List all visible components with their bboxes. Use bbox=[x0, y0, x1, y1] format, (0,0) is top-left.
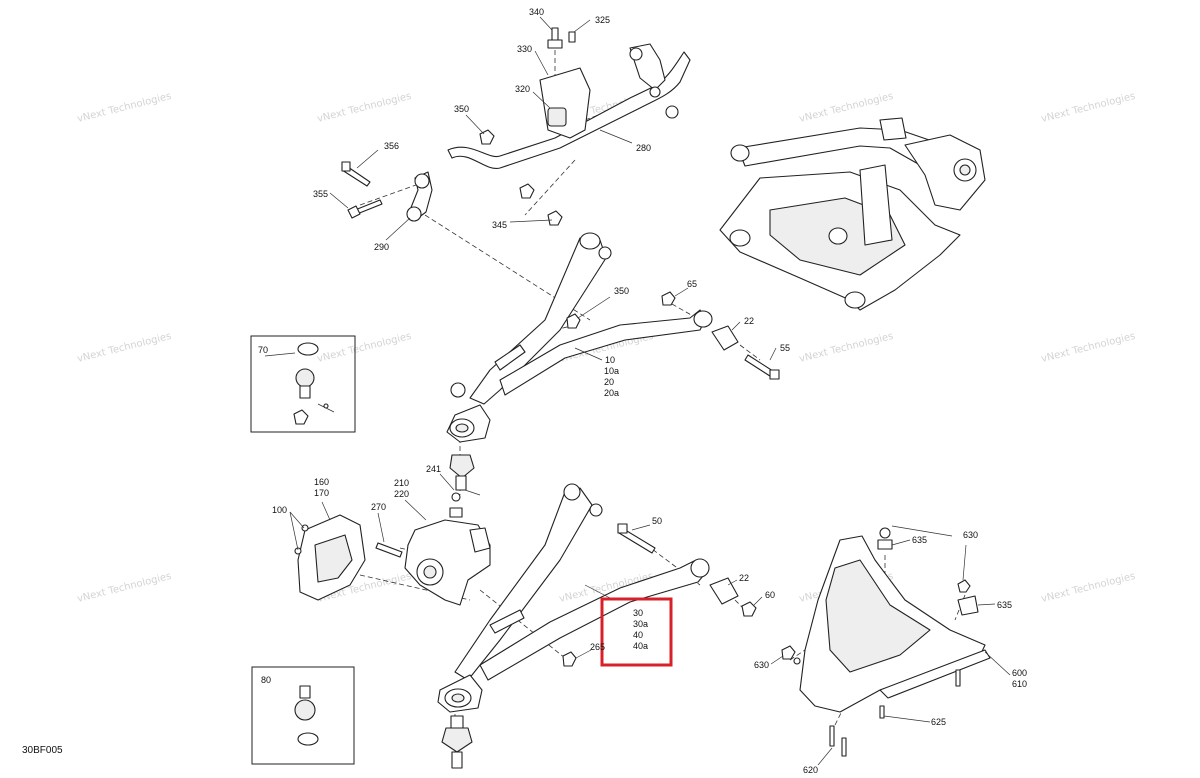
callout-356: 356 bbox=[384, 141, 399, 151]
callout-22-lower: 22 bbox=[739, 573, 749, 583]
lower-a-arm bbox=[437, 483, 757, 769]
callout-160: 160 bbox=[314, 477, 329, 487]
lower-ball-joint bbox=[441, 727, 473, 753]
inset-frame bbox=[251, 666, 355, 765]
callout-635-top: 635 bbox=[912, 535, 927, 545]
clip-635b bbox=[957, 595, 979, 616]
screw-620b bbox=[841, 737, 847, 757]
callout-30a: 30a bbox=[633, 619, 648, 629]
callout-630-top: 630 bbox=[963, 530, 978, 540]
screw-600 bbox=[955, 669, 961, 687]
clip-635a bbox=[879, 527, 891, 539]
watermark: vNext Technologies bbox=[798, 331, 894, 365]
watermark: vNext Technologies bbox=[76, 331, 172, 365]
cotter-pin-icon bbox=[323, 403, 329, 409]
bolt-270 bbox=[375, 542, 403, 558]
leader-lines bbox=[264, 16, 1011, 766]
watermark: vNext Technologies bbox=[76, 571, 172, 605]
sway-bar-bracket bbox=[539, 67, 591, 139]
callout-40a: 40a bbox=[633, 641, 648, 651]
highlight-box bbox=[600, 597, 673, 667]
screw-625 bbox=[879, 705, 885, 719]
nut-265 bbox=[562, 651, 577, 667]
nut-350b bbox=[566, 313, 581, 329]
callout-280: 280 bbox=[636, 143, 651, 153]
upper-a-arm bbox=[446, 232, 780, 443]
callout-170: 170 bbox=[314, 488, 329, 498]
callout-55: 55 bbox=[780, 343, 790, 353]
callout-325: 325 bbox=[595, 15, 610, 25]
watermark: vNext Technologies bbox=[1040, 571, 1136, 605]
inset-frame bbox=[250, 335, 356, 433]
sway-bar-assembly bbox=[341, 27, 691, 226]
sway-bar bbox=[447, 51, 691, 169]
callout-20a: 20a bbox=[604, 388, 619, 398]
circlip-icon bbox=[297, 732, 319, 746]
circlip-icon bbox=[297, 342, 319, 356]
callout-220: 220 bbox=[394, 489, 409, 499]
watermark: vNext Technologies bbox=[1040, 331, 1136, 365]
callout-265: 265 bbox=[590, 642, 605, 652]
nut-345b bbox=[547, 210, 563, 226]
knuckle-assembly bbox=[294, 454, 491, 606]
callout-100: 100 bbox=[272, 505, 287, 515]
screw-620a bbox=[829, 725, 835, 747]
callout-355: 355 bbox=[313, 189, 328, 199]
retaining-ring bbox=[450, 382, 466, 398]
watermark: vNext Technologies bbox=[316, 91, 412, 125]
callout-290: 290 bbox=[374, 242, 389, 252]
callout-40: 40 bbox=[633, 630, 643, 640]
nut-630a bbox=[781, 645, 796, 660]
callout-350-upper: 350 bbox=[614, 286, 629, 296]
callout-210: 210 bbox=[394, 478, 409, 488]
lower-arm-tube-front bbox=[454, 487, 593, 681]
inset-box-70 bbox=[250, 335, 356, 433]
upper-arm-tube-front bbox=[469, 237, 607, 405]
callout-610: 610 bbox=[1012, 679, 1027, 689]
callout-22-upper: 22 bbox=[744, 316, 754, 326]
callout-600: 600 bbox=[1012, 668, 1027, 678]
bushing-22-lower bbox=[709, 577, 739, 605]
callout-635-right: 635 bbox=[997, 600, 1012, 610]
callout-330: 330 bbox=[517, 44, 532, 54]
bushing-22-upper bbox=[711, 325, 739, 351]
frame-assembly bbox=[719, 117, 986, 311]
callout-30: 30 bbox=[633, 608, 643, 618]
nut-630b bbox=[957, 579, 971, 593]
callout-80: 80 bbox=[261, 675, 271, 685]
callout-620: 620 bbox=[803, 765, 818, 775]
callout-340: 340 bbox=[529, 7, 544, 17]
nut-icon bbox=[293, 409, 309, 425]
ball-joint-icon bbox=[299, 685, 311, 699]
callout-20: 20 bbox=[604, 377, 614, 387]
callout-630-left: 630 bbox=[754, 660, 769, 670]
nut-60 bbox=[741, 601, 757, 617]
callout-50: 50 bbox=[652, 516, 662, 526]
callout-60: 60 bbox=[765, 590, 775, 600]
callout-65: 65 bbox=[687, 279, 697, 289]
callout-320: 320 bbox=[515, 84, 530, 94]
nut-355 bbox=[347, 205, 361, 219]
callout-345: 345 bbox=[492, 220, 507, 230]
callout-350: 350 bbox=[454, 104, 469, 114]
inset-box-80 bbox=[251, 666, 355, 765]
nut-65 bbox=[661, 291, 676, 306]
ball-joint-241 bbox=[449, 454, 475, 479]
watermark: vNext Technologies bbox=[76, 91, 172, 125]
ball-joint-icon bbox=[295, 368, 315, 388]
figure-code: 30BF005 bbox=[22, 745, 63, 756]
callout-270: 270 bbox=[371, 502, 386, 512]
callout-labels: 340 325 330 320 350 356 355 290 345 280 … bbox=[258, 7, 1027, 775]
sway-bar-bushing bbox=[547, 107, 567, 127]
callout-10a: 10a bbox=[604, 366, 619, 376]
nut-345a bbox=[519, 183, 535, 199]
watermark: vNext Technologies bbox=[1040, 91, 1136, 125]
callout-241: 241 bbox=[426, 464, 441, 474]
callout-70: 70 bbox=[258, 345, 268, 355]
bolt-325 bbox=[568, 31, 576, 43]
callout-10: 10 bbox=[605, 355, 615, 365]
callout-625: 625 bbox=[931, 717, 946, 727]
skid-plate-assembly bbox=[781, 527, 991, 757]
